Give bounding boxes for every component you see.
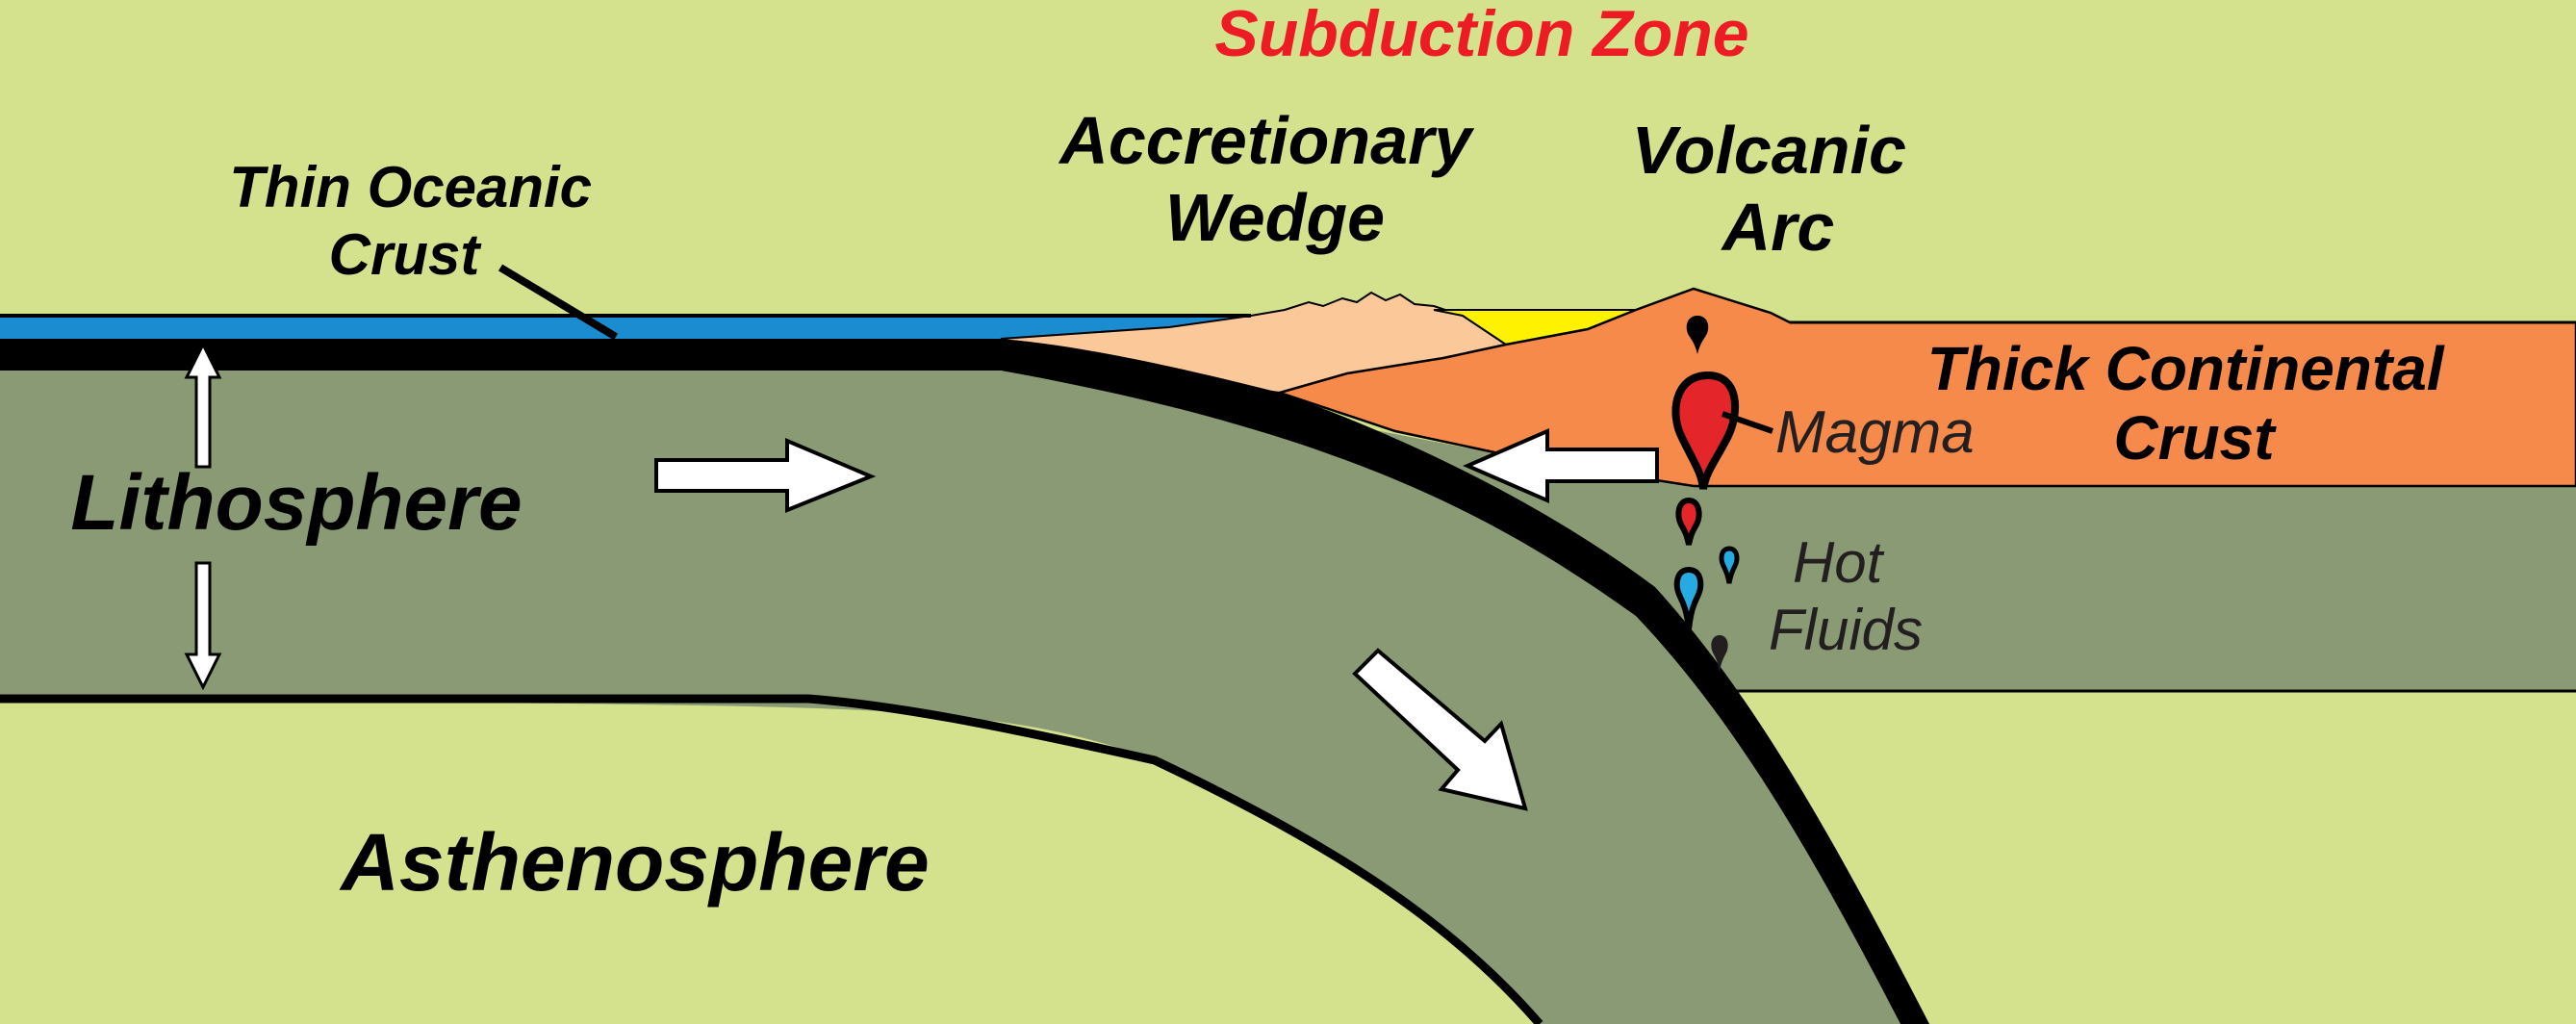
- fluid-droplet-small: [1719, 546, 1740, 584]
- oceanic-crust-leader-line: [497, 264, 619, 341]
- hot-fluids-label: Hot Fluids: [1769, 530, 1923, 662]
- volcanic-arc-label: Volcanic Arc: [1632, 113, 1926, 265]
- subduction-direction-arrow: [1352, 648, 1528, 811]
- lithosphere-label: Lithosphere: [70, 459, 522, 547]
- lithosphere-thickness-arrow-down: [184, 561, 222, 691]
- slab-base-line: [0, 694, 1543, 1024]
- lithosphere-thickness-arrow-up: [184, 341, 222, 469]
- magma-droplet: [1675, 497, 1702, 546]
- magma-chamber: [1671, 371, 1740, 490]
- fluid-droplet-dark: [1711, 635, 1728, 674]
- magma-leader-line: [1722, 411, 1773, 434]
- accretionary-wedge-label: Accretionary Wedge: [1058, 103, 1490, 255]
- magma-label: Magma: [1775, 399, 1975, 466]
- arc-conduit-drop: [1686, 316, 1709, 354]
- oceanic-lithosphere-slab: [0, 371, 1929, 1024]
- thin-oceanic-crust-label: Thin Oceanic Crust: [229, 155, 607, 287]
- asthenosphere-label: Asthenosphere: [339, 817, 929, 908]
- diagram-title: Subduction Zone: [1214, 0, 1748, 70]
- ocean-water: [0, 316, 1251, 339]
- fluid-droplet-large: [1673, 566, 1704, 630]
- overriding-plate-arrow-left: [1462, 427, 1659, 504]
- plate-motion-arrow-right: [654, 437, 877, 513]
- thick-continental-crust-label: Thick Continental Crust: [1927, 334, 2461, 473]
